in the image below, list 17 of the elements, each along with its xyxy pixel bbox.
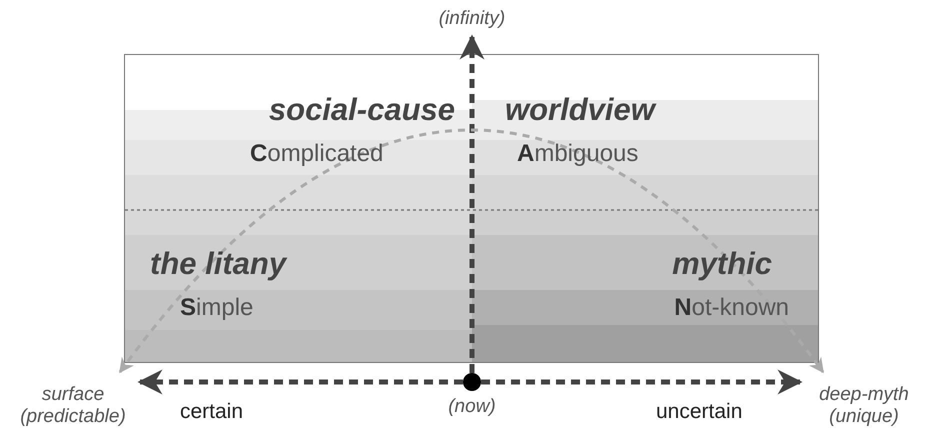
axis-end-label: surface (predictable) <box>6 372 140 430</box>
quadrant-subtitle: Ambiguous <box>517 140 638 168</box>
arrow <box>118 129 824 374</box>
quadrant-subtitle: Complicated <box>250 140 384 168</box>
quadrant-subtitle: Not-known <box>674 294 789 322</box>
quadrant-title: mythic <box>672 246 772 282</box>
quadrant-subtitle: Simple <box>180 294 254 322</box>
quadrant-title: social-cause <box>268 92 455 128</box>
now-label: (now) <box>447 396 497 418</box>
arrow <box>481 370 802 394</box>
origin-dot <box>463 373 481 391</box>
axis-end-label: deep-myth (unique) <box>800 372 928 430</box>
axis-end-label: (infinity) <box>425 8 519 34</box>
arrow <box>138 370 463 394</box>
quadrant-title: worldview <box>505 92 655 128</box>
quadrant-title: the litany <box>150 246 286 282</box>
arrow <box>460 34 484 373</box>
